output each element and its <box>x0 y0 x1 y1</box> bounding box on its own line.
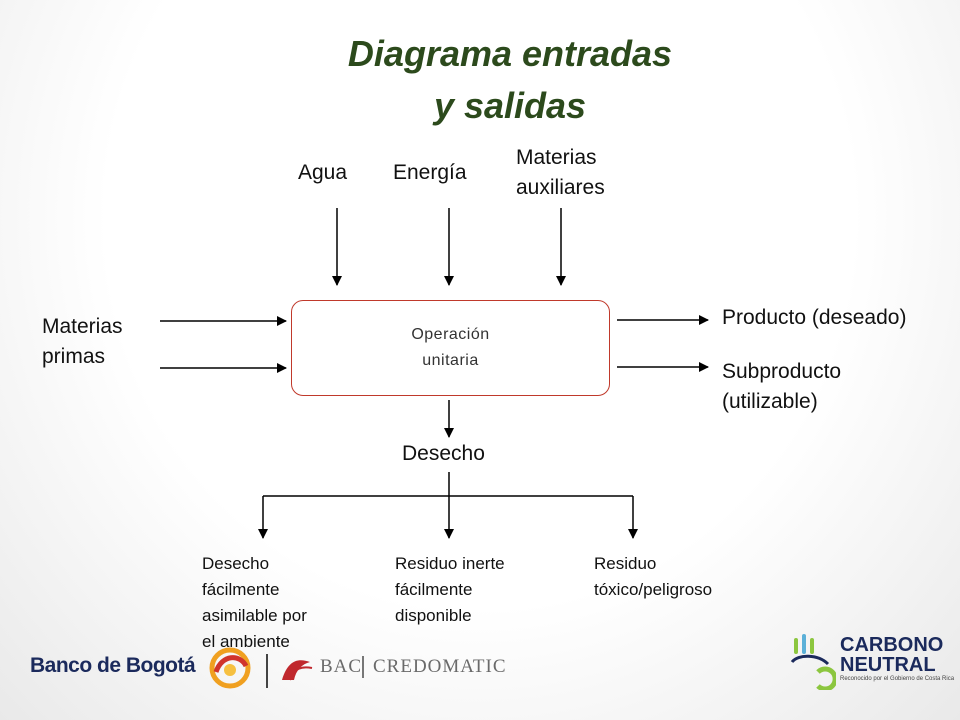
slide-title: Diagrama entradas y salidas <box>280 28 740 132</box>
label-materias-auxiliares: Materias auxiliares <box>516 143 605 203</box>
process-line-2: unitaria <box>422 352 479 369</box>
bac-emblem-icon <box>282 660 313 681</box>
waste-3-line-2: tóxico/peligroso <box>594 580 713 599</box>
waste-1-line-4: el ambiente <box>202 632 290 651</box>
label-desecho: Desecho <box>402 442 485 465</box>
label-agua: Agua <box>298 161 348 184</box>
credomatic-logo-text: CREDOMATIC <box>373 656 507 677</box>
waste-1-line-1: Desecho <box>202 554 270 573</box>
banco-de-bogota-logo: Banco de Bogotá <box>30 654 196 677</box>
label-materias-primas: Materias primas <box>42 312 123 372</box>
waste-2-line-1: Residuo inerte <box>395 554 505 573</box>
process-line-1: Operación <box>411 326 490 343</box>
waste-type-toxico: Residuo tóxico/peligroso <box>594 551 712 603</box>
waste-2-line-2: fácilmente <box>395 580 473 599</box>
label-materias-auxiliares-line-2: auxiliares <box>516 176 605 199</box>
waste-2-line-3: disponible <box>395 606 472 625</box>
label-materias-primas-line-2: primas <box>42 345 106 368</box>
logo-divider <box>266 654 268 688</box>
bac-divider <box>362 656 364 678</box>
title-line-2: y salidas <box>433 85 587 126</box>
sponsor-logos: Banco de Bogotá BAC CREDOMATIC <box>30 640 510 690</box>
bac-logo-text: BAC <box>320 656 363 677</box>
label-subproducto-line-2: (utilizable) <box>722 390 818 413</box>
waste-type-inerte: Residuo inerte fácilmente disponible <box>395 551 505 629</box>
waste-3-line-1: Residuo <box>594 554 657 573</box>
label-subproducto: Subproducto (utilizable) <box>722 357 841 417</box>
neutral-text: NEUTRAL <box>840 654 936 676</box>
carbono-neutral-logo: CARBONO NEUTRAL Reconocido por el Gobier… <box>788 632 954 692</box>
waste-1-line-3: asimilable por <box>202 606 307 625</box>
banco-de-bogota-emblem-icon <box>209 647 251 689</box>
carbono-neutral-emblem-icon <box>790 634 836 690</box>
process-box: Operación unitaria <box>291 300 610 396</box>
label-subproducto-line-1: Subproducto <box>722 360 842 383</box>
waste-1-line-2: fácilmente <box>202 580 280 599</box>
label-materias-auxiliares-line-1: Materias <box>516 146 597 169</box>
carbono-text: CARBONO <box>840 634 944 656</box>
label-producto: Producto (deseado) <box>722 306 907 329</box>
title-line-1: Diagrama entradas <box>347 33 673 74</box>
waste-type-asimilable: Desecho fácilmente asimilable por el amb… <box>202 551 307 655</box>
label-materias-primas-line-1: Materias <box>42 315 123 338</box>
label-energia: Energía <box>393 161 467 184</box>
carbono-caption: Reconocido por el Gobierno de Costa Rica <box>840 676 955 682</box>
